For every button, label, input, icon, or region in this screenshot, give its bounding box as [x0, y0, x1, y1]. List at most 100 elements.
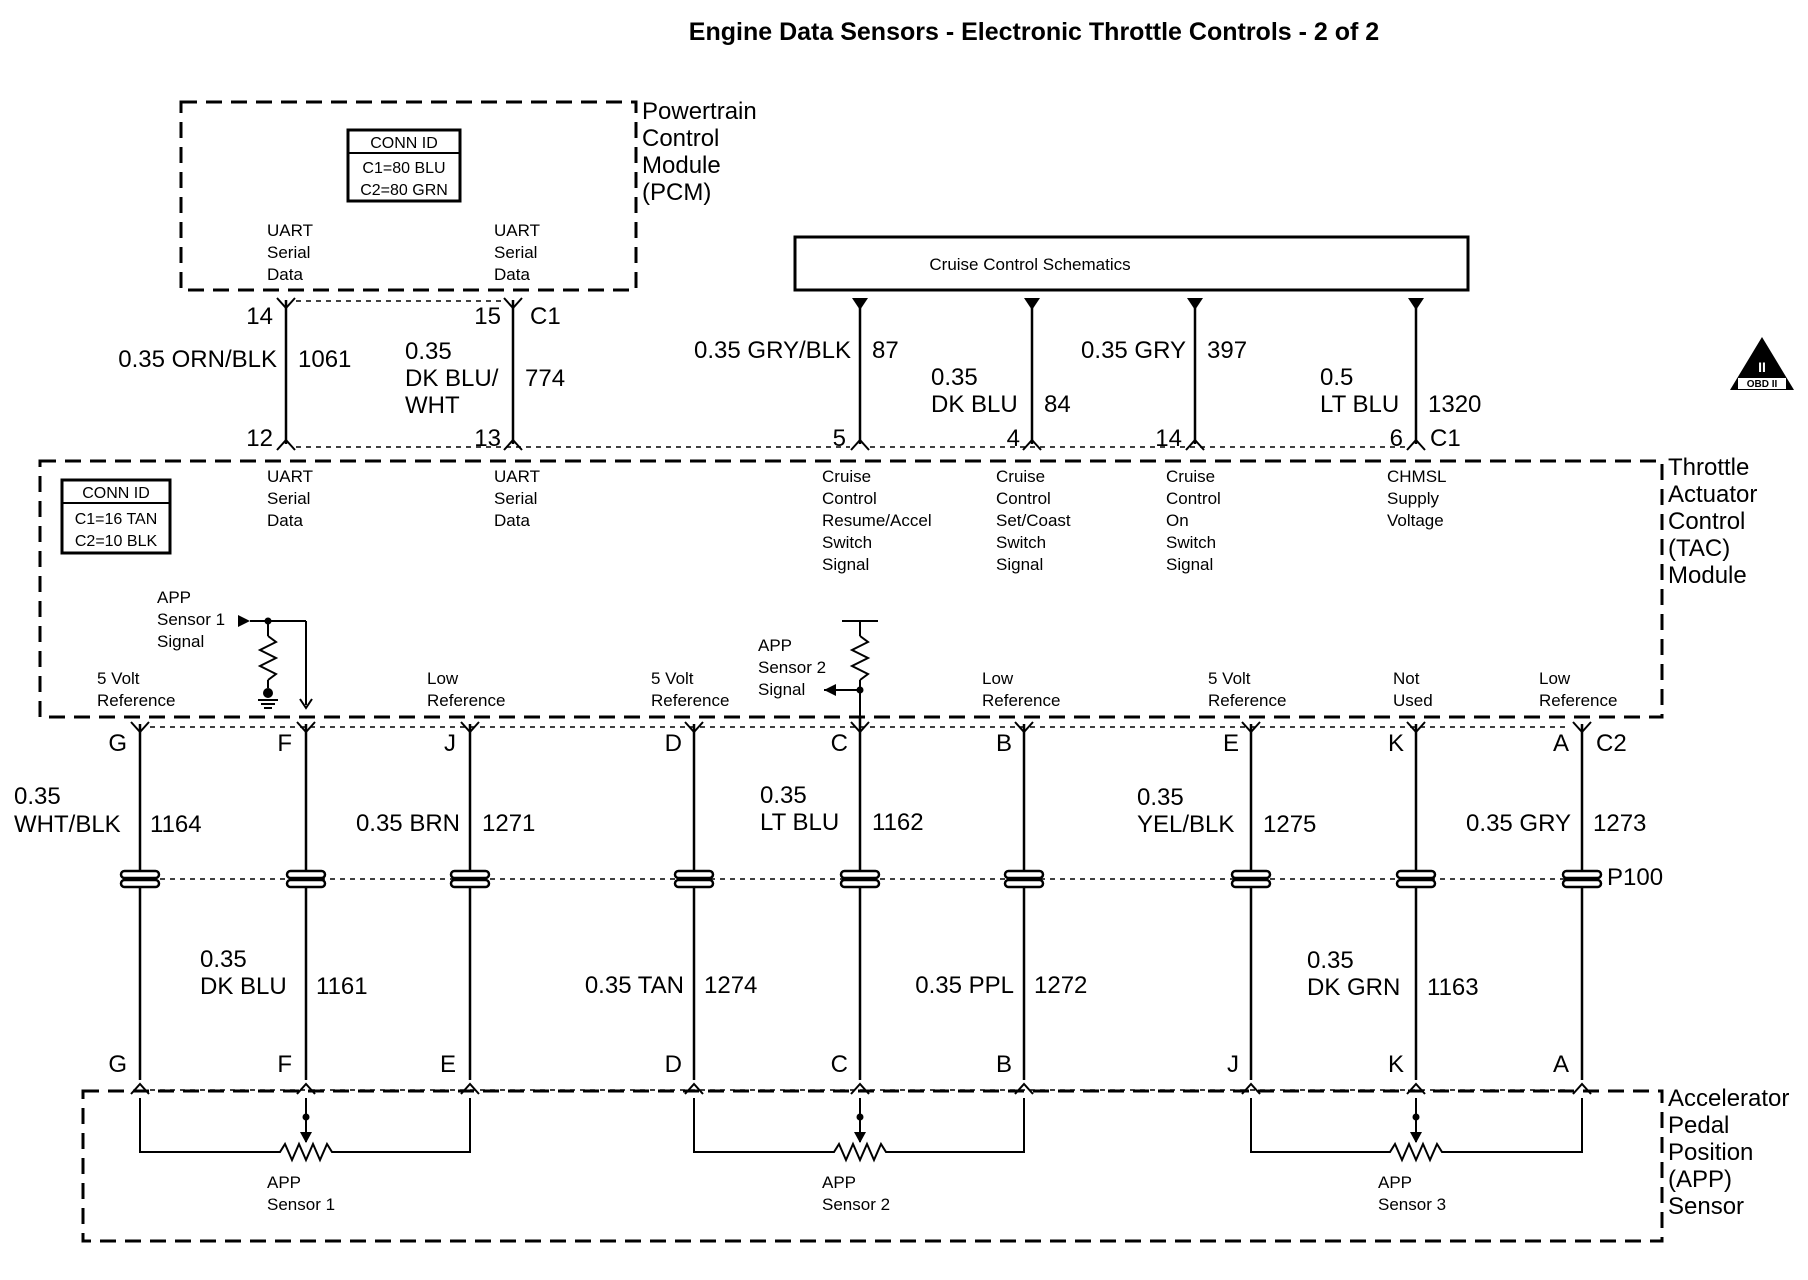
pin-label-text: Set/Coast — [996, 511, 1071, 530]
c1-label: C1 — [530, 303, 561, 330]
pin-label-text: Low — [982, 669, 1014, 688]
wiper-arrow-icon — [854, 1132, 866, 1143]
circuit-number: 87 — [872, 337, 899, 364]
wire-color-label: 0.35 PPL — [915, 972, 1014, 999]
pcm-pin-number: 14 — [246, 303, 273, 330]
sensor-label-text: Sensor 1 — [267, 1195, 335, 1214]
tac-pin-number: 13 — [474, 425, 501, 452]
tac-name-line: Actuator — [1668, 481, 1757, 508]
tac-upper-pin-label: CHMSL Supply Voltage — [1387, 467, 1447, 530]
pin-label-text: UART — [494, 467, 540, 486]
signal-label-text: Signal — [758, 680, 805, 699]
pin-label-text: Signal — [822, 555, 869, 574]
tac-pin-number: 6 — [1390, 425, 1403, 452]
sensor-label-text: APP — [822, 1173, 856, 1192]
pin-label-text: Data — [494, 511, 530, 530]
connector-pin-marker — [1014, 721, 1034, 734]
connector-pin-marker — [850, 721, 870, 734]
arrow-left-icon — [238, 615, 250, 627]
connector-pin-marker — [850, 438, 870, 451]
pin-label-text: UART — [267, 467, 313, 486]
pullup-resistor — [257, 635, 279, 681]
conn-id-header: CONN ID — [82, 485, 150, 502]
connector-pin-marker — [1406, 438, 1426, 451]
app-sensor-2: APP Sensor 2 — [693, 1098, 1025, 1214]
upper-wires: 14 12 0.35 ORN/BLK 1061 15 C1 13 0.35 DK… — [118, 297, 1481, 452]
c2-pin-letter: A — [1553, 730, 1569, 757]
circuit-number: 1273 — [1593, 810, 1646, 837]
conn-id-line: C1=16 TAN — [75, 511, 158, 528]
c2-pin-letter: K — [1388, 730, 1404, 757]
lower-wiring: G F J D C B E K A C2 0.35 WHT/BLK 1164 0… — [14, 716, 1663, 1095]
circuit-number: 774 — [525, 365, 565, 392]
circuit-number: 1320 — [1428, 391, 1481, 418]
tac-lower-pin-label: Low Reference — [982, 669, 1060, 710]
pin-label-text: CHMSL — [1387, 467, 1447, 486]
app-name-line: Accelerator — [1668, 1085, 1789, 1112]
arrow-icon — [1408, 298, 1424, 310]
app-pin-letter: D — [665, 1051, 682, 1078]
p100-connector: P100 — [119, 864, 1663, 891]
wiper-arrow-icon — [1410, 1132, 1422, 1143]
tac-name-line: Module — [1668, 562, 1747, 589]
wire-color-label: 0.35 — [1307, 947, 1354, 974]
pin-label-text: Switch — [822, 533, 872, 552]
pin-label-text: Cruise — [996, 467, 1045, 486]
conn-id-line: C2=80 GRN — [360, 182, 448, 199]
tac-lower-pin-label: 5 Volt Reference — [97, 669, 175, 710]
wire-color-label: 0.35 — [931, 364, 978, 391]
app-name-line: Sensor — [1668, 1193, 1744, 1220]
tac-conn-id-box: CONN ID C1=16 TAN C2=10 BLK — [60, 478, 172, 555]
connector-pin-marker — [1241, 721, 1261, 734]
app-sensor-name: Accelerator Pedal Position (APP) Sensor — [1668, 1085, 1789, 1220]
pin-label-text: Signal — [996, 555, 1043, 574]
pin-label-text: 5 Volt — [1208, 669, 1251, 688]
pcm-pin-number: 15 — [474, 303, 501, 330]
connector-pin-marker — [684, 721, 704, 734]
wire-color-label: 0.35 — [200, 946, 247, 973]
app-sensor-module: Accelerator Pedal Position (APP) Sensor … — [81, 1085, 1789, 1243]
tac-pin-number: 12 — [246, 425, 273, 452]
circuit-number: 1275 — [1263, 811, 1316, 838]
wire-color-label: 0.35 — [1137, 784, 1184, 811]
sensor-label-text: Sensor 3 — [1378, 1195, 1446, 1214]
pin-label-text: Serial — [267, 489, 310, 508]
junction-dot — [1412, 1113, 1420, 1121]
connector-pin-marker — [503, 297, 523, 310]
pin-label-text: UART — [267, 221, 313, 240]
app-name-line: Position — [1668, 1139, 1753, 1166]
pcm-module: Powertrain Control Module (PCM) CONN ID … — [179, 98, 757, 292]
signal-label-text: Sensor 1 — [157, 610, 225, 629]
connector-pin-marker — [276, 297, 296, 310]
pcm-name-line: Control — [642, 125, 719, 152]
signal-label-text: APP — [758, 636, 792, 655]
app-sensor-3: APP Sensor 3 — [1250, 1098, 1583, 1214]
sensor-label-text: APP — [267, 1173, 301, 1192]
pcm-name-line: Powertrain — [642, 98, 757, 125]
pcm-pin-label-1: UART Serial Data — [267, 221, 313, 284]
pin-label-text: Signal — [1166, 555, 1213, 574]
tac-pin-number: 4 — [1007, 425, 1020, 452]
ground-icon — [263, 688, 273, 698]
pin-label-text: Control — [1166, 489, 1221, 508]
app-pin-letter: G — [108, 1051, 127, 1078]
wire-color-label: 0.5 — [1320, 364, 1353, 391]
wire-color-label: 0.35 — [760, 782, 807, 809]
tac-upper-pin-label: Cruise Control Resume/Accel Switch Signa… — [822, 467, 932, 574]
app-pin-letter: K — [1388, 1051, 1404, 1078]
wire-color-label: DK GRN — [1307, 974, 1400, 1001]
app-sensor-2-signal-circuit: APP Sensor 2 Signal — [758, 620, 878, 716]
pcm-name-line: (PCM) — [642, 179, 711, 206]
app-sensor-1: APP Sensor 1 — [139, 1098, 471, 1214]
connector-pin-marker — [296, 721, 316, 734]
pin-label-text: Reference — [651, 691, 729, 710]
wire-color-label: 0.35 — [14, 783, 61, 810]
wire-color-label: LT BLU — [760, 809, 839, 836]
app-name-line: Pedal — [1668, 1112, 1729, 1139]
arrow-icon — [1187, 298, 1203, 310]
wiper-arrow-icon — [300, 1132, 312, 1143]
pin-label-text: Supply — [1387, 489, 1439, 508]
obd-badge-top: II — [1758, 359, 1766, 375]
pin-label-text: Control — [996, 489, 1051, 508]
